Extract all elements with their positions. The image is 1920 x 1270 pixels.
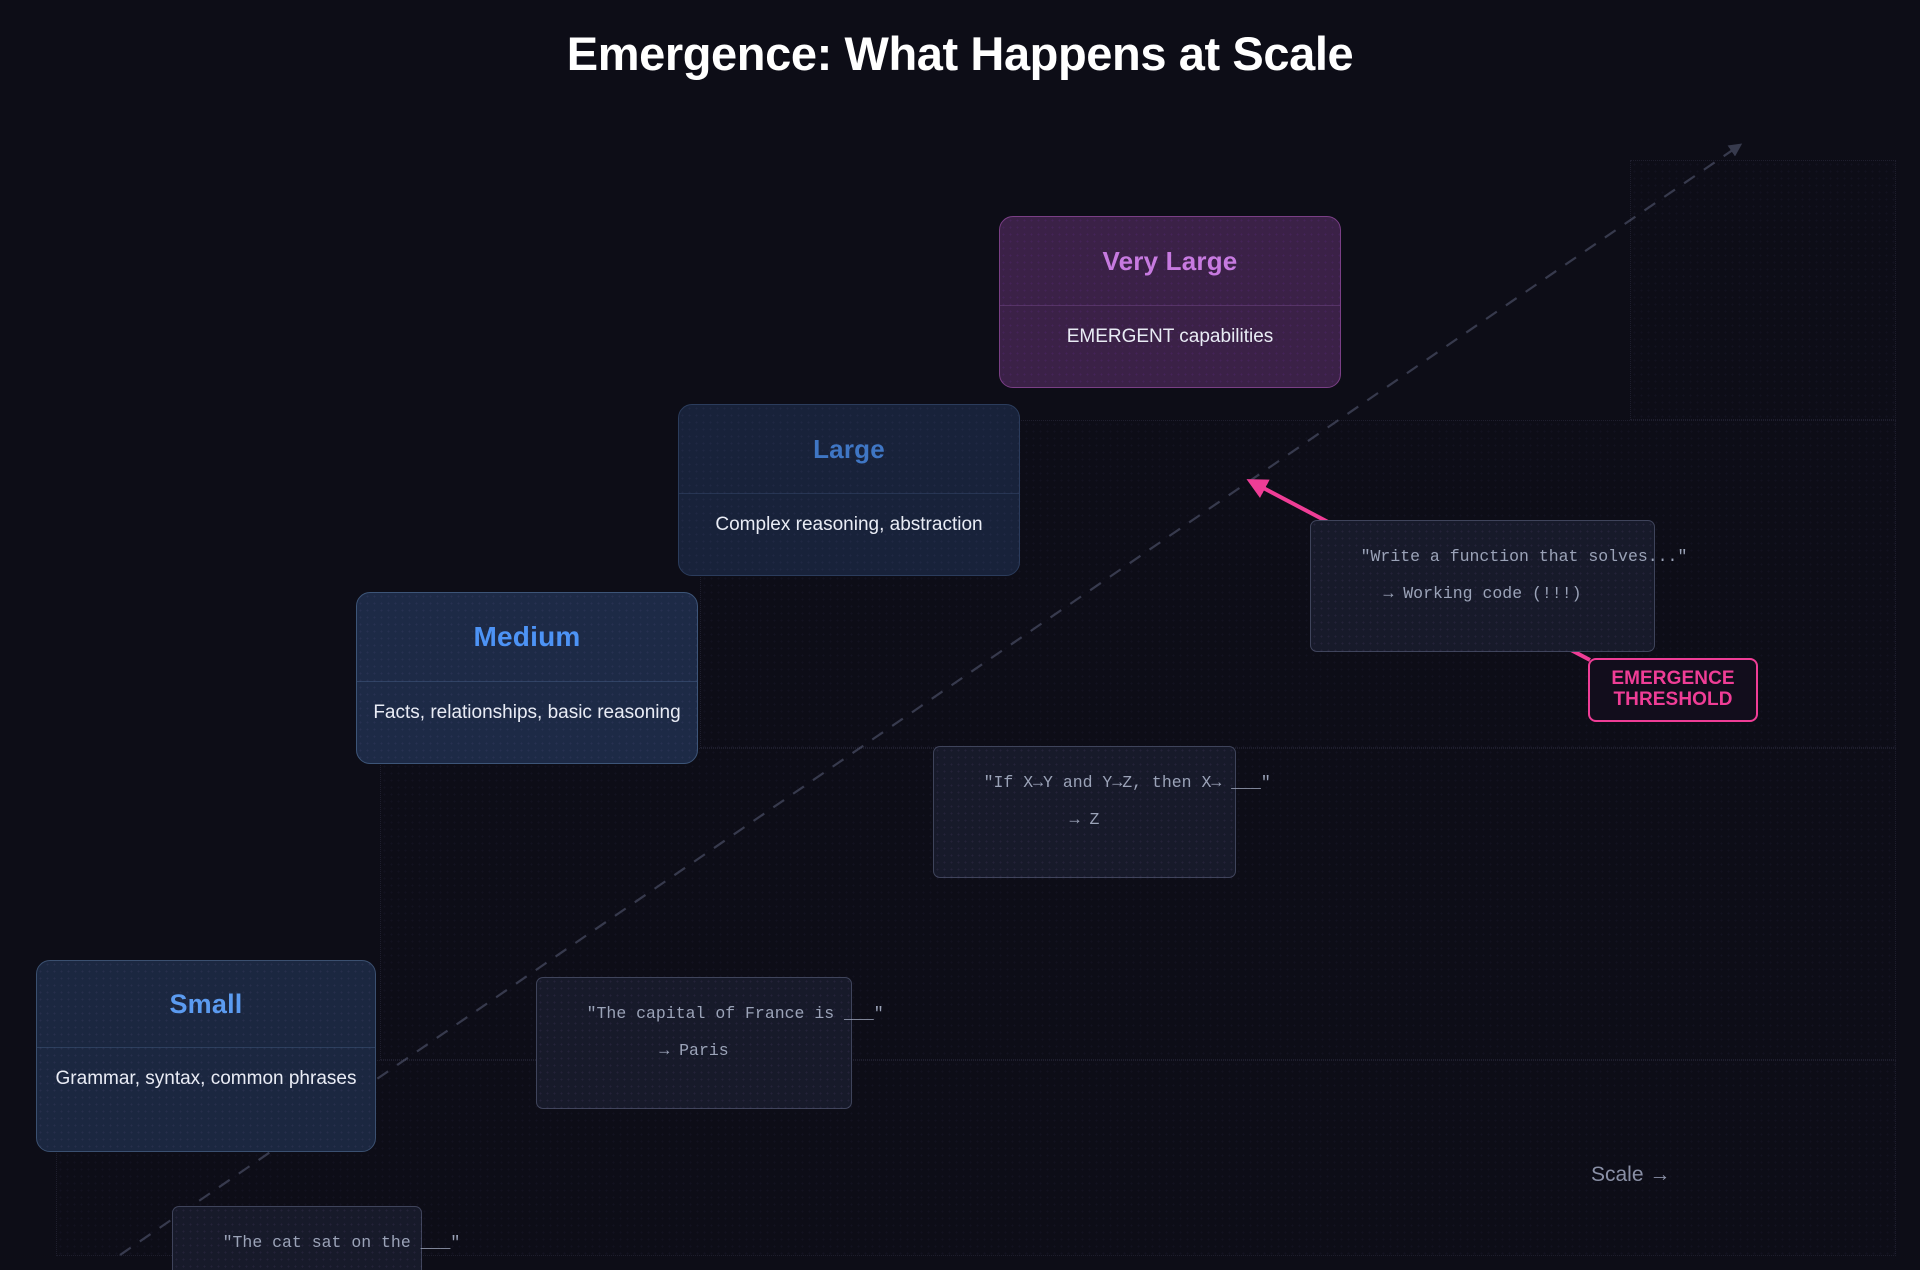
stage-capability-medium: Facts, relationships, basic reasoning	[373, 702, 681, 723]
card-divider	[37, 1047, 375, 1048]
example-card-small: "The cat sat on the ___" → mat	[172, 1206, 460, 1270]
example-card-very-large: "Write a function that solves..." → Work…	[1310, 520, 1687, 652]
stage-capability-large: Complex reasoning, abstraction	[715, 514, 983, 535]
example-completion-medium: → Paris	[659, 1041, 729, 1061]
emergence-threshold-callout: EMERGENCE THRESHOLD	[1588, 658, 1758, 722]
threshold-label-line-1: EMERGENCE	[1611, 668, 1735, 689]
example-prompt-small: "The cat sat on the ___"	[222, 1233, 461, 1253]
stage-capability-small: Grammar, syntax, common phrases	[55, 1068, 357, 1089]
stage-card-medium[interactable]: Medium Facts, relationships, basic reaso…	[356, 592, 698, 764]
example-prompt-medium: "The capital of France is ___"	[586, 1004, 884, 1024]
page-title: Emergence: What Happens at Scale	[566, 27, 1354, 80]
example-completion-large: → Z	[1069, 810, 1100, 830]
stage-title-large: Large	[813, 433, 885, 464]
scale-axis-label: Scale →	[1591, 1163, 1671, 1186]
card-divider	[1000, 305, 1340, 306]
example-prompt-large: "If X→Y and Y→Z, then X→ ___"	[983, 773, 1271, 793]
step-region-very-large	[1630, 160, 1896, 420]
stage-card-very-large[interactable]: Very Large EMERGENT capabilities	[999, 216, 1341, 388]
stage-capability-very-large: EMERGENT capabilities	[1066, 326, 1274, 347]
example-card-large: "If X→Y and Y→Z, then X→ ___" → Z	[933, 746, 1271, 878]
stage-title-medium: Medium	[473, 621, 581, 652]
card-divider	[679, 493, 1019, 494]
stage-title-very-large: Very Large	[1102, 245, 1238, 276]
threshold-label-line-2: THRESHOLD	[1613, 689, 1733, 711]
example-prompt-very-large: "Write a function that solves..."	[1360, 547, 1688, 567]
card-divider	[357, 681, 697, 682]
stage-title-small: Small	[169, 988, 243, 1019]
example-card-medium: "The capital of France is ___" → Paris	[536, 977, 884, 1109]
stage-card-large[interactable]: Large Complex reasoning, abstraction	[678, 404, 1020, 576]
stage-card-small[interactable]: Small Grammar, syntax, common phrases	[36, 960, 376, 1152]
example-completion-very-large: → Working code (!!!)	[1383, 584, 1582, 604]
